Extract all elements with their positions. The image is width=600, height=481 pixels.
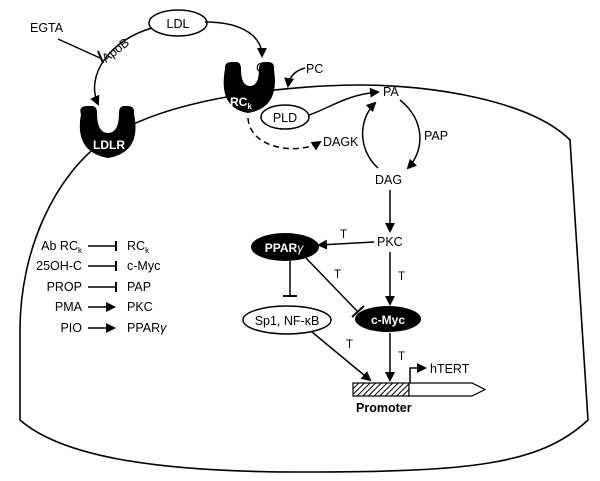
cmyc-promoter-t-label: T bbox=[398, 351, 405, 363]
ppar-cmyc-t-label: T bbox=[334, 269, 341, 281]
transcription-start-arrow bbox=[409, 363, 427, 383]
egta-inhibit-bar bbox=[97, 50, 104, 64]
pkc-to-ppar-arrow bbox=[317, 239, 375, 250]
pc-arrow bbox=[284, 67, 306, 88]
pa-to-dag-arrow bbox=[399, 99, 421, 170]
pld-to-pa-arrow bbox=[308, 87, 380, 116]
ppar-inhibit-cmyc-line bbox=[305, 257, 359, 313]
legend-row: Ab RCk RCk bbox=[41, 239, 150, 255]
dag-label: DAG bbox=[375, 173, 402, 187]
ppar-node bbox=[251, 233, 319, 261]
legend-agent: PMA bbox=[55, 300, 83, 314]
legend-target: PKC bbox=[127, 300, 153, 314]
promoter-box bbox=[352, 382, 410, 397]
legend-target: PAP bbox=[127, 280, 151, 294]
dagk-label: DAGK bbox=[323, 135, 359, 149]
pld-node bbox=[260, 104, 310, 130]
htert-label: hTERT bbox=[430, 362, 470, 376]
legend-agent: PROP bbox=[47, 280, 82, 294]
apob-arrow bbox=[90, 27, 153, 106]
ldl-node bbox=[148, 9, 208, 37]
rck-label: RCk bbox=[230, 95, 252, 111]
rck-receptor bbox=[223, 62, 275, 113]
ldlr-label: LDLR bbox=[93, 138, 125, 152]
dag-to-pa-arrow bbox=[361, 101, 379, 169]
ldlr-receptor bbox=[79, 106, 136, 158]
cell-membrane bbox=[19, 84, 589, 473]
legend-agent: PIO bbox=[60, 321, 82, 335]
pkc-ppar-t-label: T bbox=[340, 229, 347, 241]
pa-label: PA bbox=[383, 85, 399, 99]
cmyc-label: c-Myc bbox=[371, 313, 405, 327]
legend-agent: 25OH-C bbox=[36, 259, 82, 273]
pkc-cmyc-t-label: T bbox=[398, 271, 405, 283]
legend-row: PIO PPARγ bbox=[60, 321, 167, 335]
sp1-nfkb-label: Sp1, NF-κB bbox=[255, 314, 320, 328]
legend-target: RCk bbox=[127, 239, 150, 255]
ldl-label: LDL bbox=[167, 17, 190, 31]
legend-target: PPARγ bbox=[127, 321, 167, 335]
egta-inhibit-line bbox=[57, 38, 101, 59]
legend-row: PROP PAP bbox=[47, 280, 152, 294]
cmyc-node bbox=[355, 306, 421, 332]
apob-label: ApoB bbox=[99, 35, 132, 65]
promoter-label: Promoter bbox=[356, 401, 412, 415]
ppar-inhibit-cmyc-bar bbox=[351, 305, 365, 318]
pkc-label: PKC bbox=[377, 235, 403, 249]
egta-label: EGTA bbox=[30, 21, 64, 35]
pld-label: PLD bbox=[273, 111, 297, 125]
sp1-to-promoter-arrow bbox=[311, 331, 372, 382]
rck-to-dagk-dashed bbox=[247, 117, 322, 151]
sp1-nfkb-node bbox=[242, 305, 332, 335]
pap-label: PAP bbox=[424, 129, 448, 143]
pc-label: PC bbox=[306, 62, 323, 76]
htert-gene-shape bbox=[408, 382, 487, 397]
legend-row: 25OH-C c-Myc bbox=[36, 259, 160, 273]
ppar-label: PPARγ bbox=[265, 241, 304, 255]
legend-row: PMA PKC bbox=[55, 300, 153, 314]
sp1-promoter-t-label: T bbox=[346, 339, 353, 351]
legend-agent: Ab RCk bbox=[41, 239, 83, 255]
ldl-to-c-arrow bbox=[204, 21, 267, 58]
legend-target: c-Myc bbox=[127, 259, 160, 273]
